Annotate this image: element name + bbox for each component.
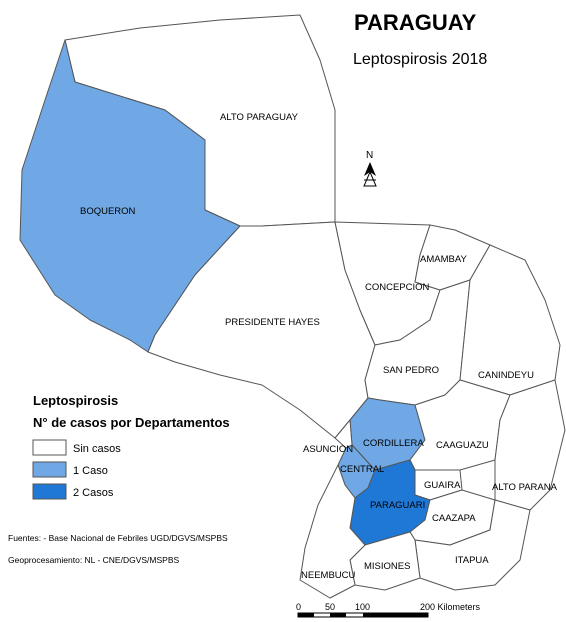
legend-label-2-casos: 2 Casos <box>73 487 114 499</box>
label-san-pedro: SAN PEDRO <box>383 365 439 376</box>
legend-swatch-1-caso <box>32 461 67 478</box>
label-paraguari: PARAGUARI <box>370 500 425 511</box>
scale-tick-100: 100 <box>355 602 370 612</box>
note-geoprocesamiento: Geoprocesamiento: NL - CNE/DGVS/MSPBS <box>8 555 179 565</box>
map-title: PARAGUAY <box>354 10 477 35</box>
dept-neembucu <box>299 464 366 599</box>
label-central: CENTRAL <box>340 464 384 475</box>
label-caazapa: CAAZAPA <box>432 513 476 524</box>
map-subtitle: Leptospirosis 2018 <box>353 51 487 68</box>
label-itapua: ITAPUA <box>455 555 489 566</box>
legend-swatch-2-casos <box>32 483 67 500</box>
label-cordillera: CORDILLERA <box>363 438 424 449</box>
dept-itapua <box>414 499 531 591</box>
label-alto-parana: ALTO PARANA <box>492 482 558 493</box>
scale-bar: 0 50 100 200 Kilometers <box>296 602 481 618</box>
label-presidente-hayes: PRESIDENTE HAYES <box>225 317 320 328</box>
label-neembucu: NEEMBUCU <box>301 570 356 581</box>
label-asuncion: ASUNCION <box>303 444 353 455</box>
label-concepcion: CONCEPCION <box>365 282 430 293</box>
dept-canindeyu <box>459 244 561 396</box>
legend-label-1-caso: 1 Caso <box>73 465 108 477</box>
label-canindeyu: CANINDEYU <box>478 370 534 381</box>
label-amambay: AMAMBAY <box>420 254 467 265</box>
legend-swatch-sin-casos <box>32 439 67 456</box>
label-misiones: MISIONES <box>364 561 410 572</box>
legend-title: Leptospirosis <box>33 393 118 408</box>
label-boqueron: BOQUERON <box>80 206 136 217</box>
legend-subtitle: N° de casos por Departamentos <box>33 415 230 430</box>
legend-label-sin-casos: Sin casos <box>73 443 121 455</box>
scale-tick-200: 200 Kilometers <box>420 602 481 612</box>
label-alto-paraguay: ALTO PARAGUAY <box>220 112 299 123</box>
scale-tick-0: 0 <box>296 602 301 612</box>
north-letter: N <box>366 150 373 161</box>
label-guaira: GUAIRA <box>424 480 461 491</box>
label-caaguazu: CAAGUAZU <box>436 440 489 451</box>
legend: Leptospirosis N° de casos por Departamen… <box>32 393 230 500</box>
scale-tick-50: 50 <box>325 602 335 612</box>
north-arrow-icon: N <box>363 150 377 187</box>
note-fuentes: Fuentes: - Base Nacional de Febriles UGD… <box>8 533 228 543</box>
